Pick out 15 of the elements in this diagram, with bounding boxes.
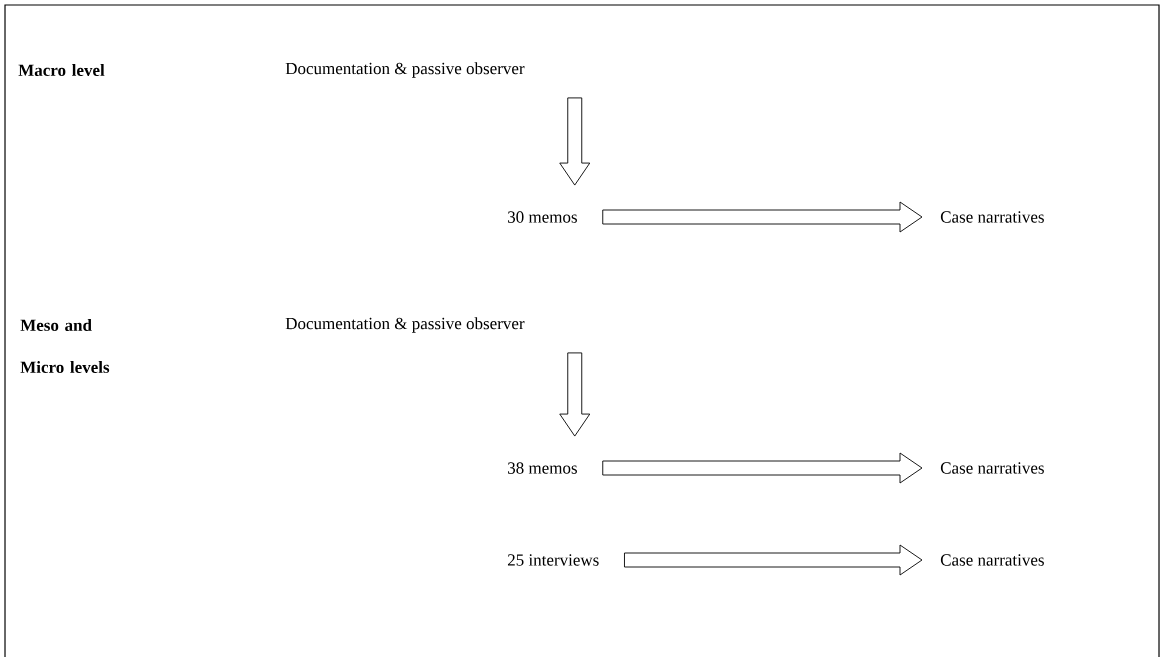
level-label: Macro level [18, 64, 105, 76]
block-arrow [559, 97, 591, 186]
block-arrow [602, 201, 923, 233]
node-text: Documentation & passive observer [285, 62, 525, 78]
node-text: Documentation & passive observer [285, 317, 525, 333]
block-arrow [559, 352, 591, 437]
block-arrow [624, 544, 923, 576]
node-text: Case narratives [940, 211, 1044, 223]
level-label: Meso and Micro levels [20, 319, 110, 373]
node-text: Case narratives [940, 554, 1044, 566]
node-text: 30 memos [508, 211, 577, 223]
block-arrow [602, 452, 923, 484]
node-text: 25 interviews [507, 554, 599, 566]
node-text: Case narratives [940, 462, 1044, 474]
node-text: 38 memos [508, 462, 577, 474]
